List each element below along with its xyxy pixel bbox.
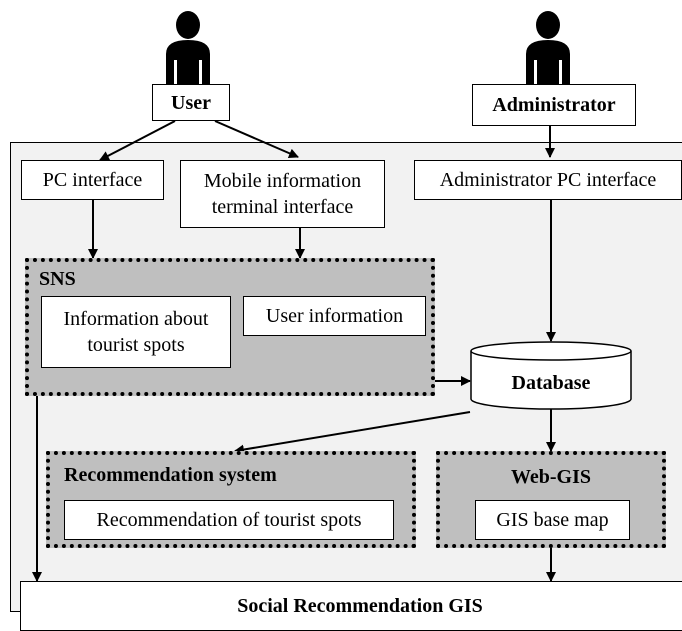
arrow-user-to-mobile [214,120,299,159]
sns-title: SNS [39,268,76,290]
tourist-info-line2: tourist spots [87,334,185,356]
recommendation-item-box: Recommendation of tourist spots [64,500,394,540]
gis-base-map-box: GIS base map [475,500,630,540]
arrow-user-to-pc [99,120,176,161]
mobile-interface-line2: terminal interface [211,196,354,218]
tourist-info-box: Information about tourist spots [41,296,231,368]
social-recommendation-gis-box: Social Recommendation GIS [20,581,682,631]
tourist-info-line1: Information about [63,308,209,330]
administrator-label: Administrator [472,84,636,126]
webgis-title: Web-GIS [510,466,592,488]
recommendation-system-title: Recommendation system [64,464,277,486]
database-cylinder [470,341,632,410]
database-label: Database [511,372,591,394]
arrow-database-to-recommendation [234,411,471,455]
mobile-interface-line1: Mobile information [203,170,362,192]
mobile-interface-box: Mobile information terminal interface [180,160,385,228]
admin-pc-interface-box: Administrator PC interface [414,160,682,200]
user-label: User [152,84,230,121]
user-information-box: User information [243,296,426,336]
pc-interface-box: PC interface [21,160,164,200]
administrator-person-icon [526,11,570,84]
user-person-icon [166,11,210,84]
